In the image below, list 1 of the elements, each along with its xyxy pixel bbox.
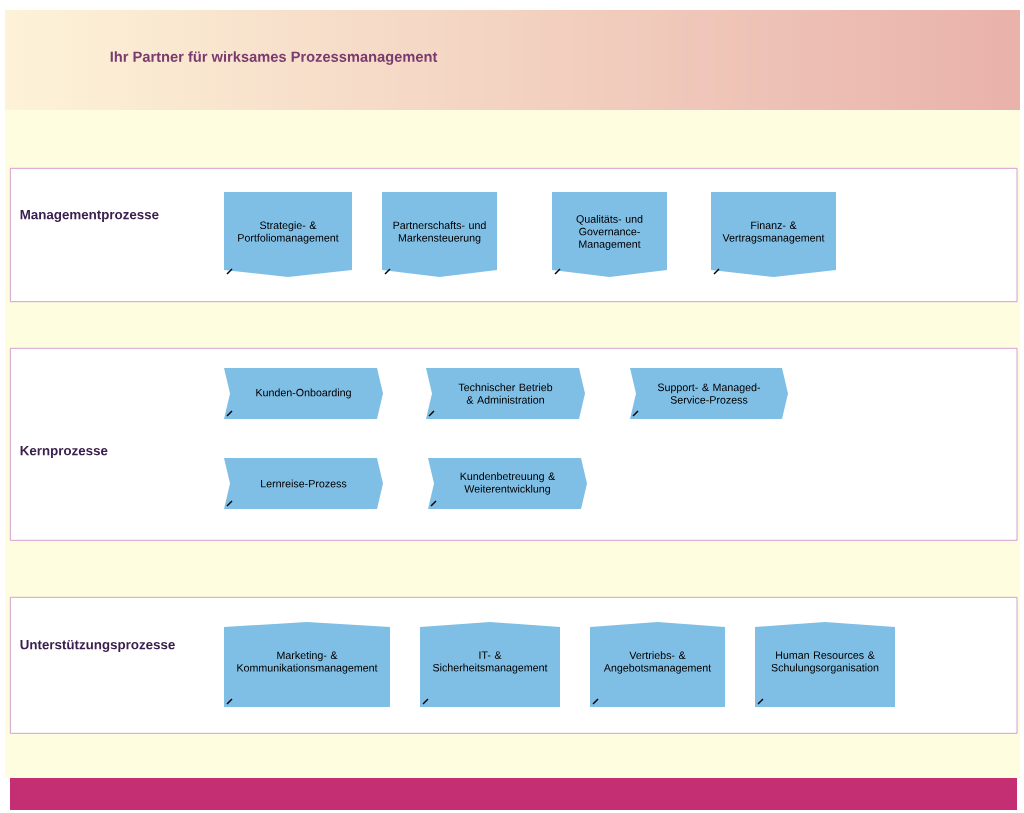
title: Ihr Partner für wirksames Prozessmanagement bbox=[110, 51, 438, 65]
